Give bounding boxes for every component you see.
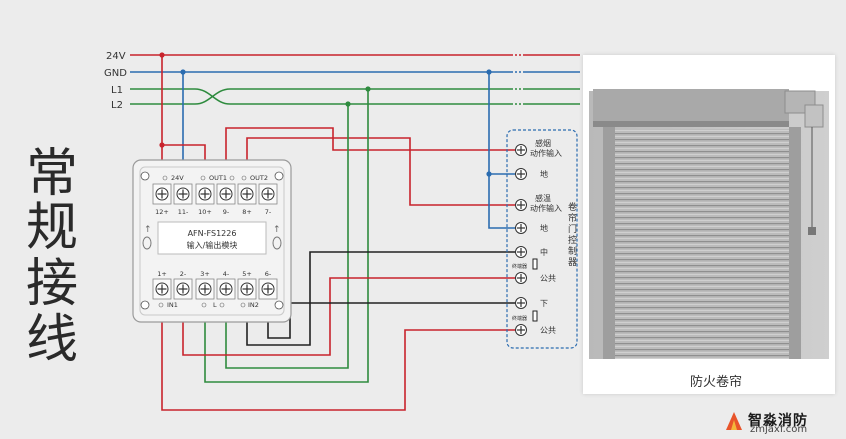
bus-label-24v: 24V xyxy=(106,51,126,62)
controller-terminal-screw-5 xyxy=(515,246,527,258)
module-bottom-terminal-screw-6 xyxy=(261,282,275,296)
module-top-terminal-label: 10+ xyxy=(198,208,212,216)
wires xyxy=(161,55,520,411)
module-bottom-group-l: L xyxy=(213,301,217,309)
title-char-4: 线 xyxy=(25,310,78,370)
controller-terminal-label: 下 xyxy=(540,299,548,308)
module-bottom-terminal-screw-2 xyxy=(176,282,190,296)
module-top-terminal-screw-1 xyxy=(155,187,169,201)
io-module: AFN-FS1226 输入/输出模块 ↑ ↑ 24V OUT1 OUT2 IN1… xyxy=(132,159,292,323)
resistor-label-2: 终端器 xyxy=(512,315,527,322)
title-char-1: 常 xyxy=(25,144,78,204)
wire-l2-to-4 xyxy=(225,104,349,369)
controller-terminal-screw-3 xyxy=(515,199,527,211)
bus-label-gnd: GND xyxy=(104,68,127,79)
module-top-terminal-label: 8+ xyxy=(242,208,252,216)
wire-gnd-ground2 xyxy=(488,174,520,229)
module-bottom-terminal-screw-1 xyxy=(155,282,169,296)
bus-l2-line xyxy=(130,88,580,105)
module-name: AFN-FS1226 xyxy=(188,229,237,238)
wire-l1-to-3 xyxy=(204,89,369,383)
module-top-terminal-screw-4 xyxy=(219,187,233,201)
module-top-group-24v: 24V xyxy=(171,174,184,182)
module-bottom-terminal-screw-3 xyxy=(198,282,212,296)
controller-terminal-label-2: 动作输入 xyxy=(530,148,562,158)
module-top-terminal-label: 7- xyxy=(265,208,272,216)
controller-terminal-label: 感烟 xyxy=(535,138,551,148)
module-bottom-terminal-screw-5 xyxy=(240,282,254,296)
controller-terminal-label: 中 xyxy=(540,247,548,257)
bus-lines xyxy=(130,50,580,109)
controller-terminal-label: 公共 xyxy=(540,274,556,283)
controller-terminal-screw-1 xyxy=(515,144,527,156)
watermark-name: 智淼消防 xyxy=(748,413,808,429)
module-bottom-terminal-screw-4 xyxy=(219,282,233,296)
controller-terminal-screw-6 xyxy=(515,272,527,284)
controller-terminal-label: 感温 xyxy=(535,193,551,203)
controller-terminal-label: 地 xyxy=(540,223,548,233)
module-top-group-out1: OUT1 xyxy=(209,174,227,182)
junction-dots xyxy=(159,52,165,148)
controller-terminal-label-2: 动作输入 xyxy=(530,203,562,213)
controller-terminal-screw-2 xyxy=(515,168,527,180)
wire-out1-smoke xyxy=(225,127,520,182)
watermark-logo-icon xyxy=(726,412,742,430)
title-char-3: 接 xyxy=(25,254,78,314)
photo-caption: 防火卷帘 xyxy=(690,375,743,390)
bus-label-l1: L1 xyxy=(111,85,123,96)
terminal-resistors xyxy=(532,258,538,322)
module-top-terminal-screw-2 xyxy=(176,187,190,201)
title-char-2: 规 xyxy=(25,198,78,258)
controller-label: 卷帘门控制器 xyxy=(568,201,577,268)
module-top-terminal-label: 11- xyxy=(178,208,189,216)
module-bottom-terminal-label: 3+ xyxy=(200,270,210,278)
module-top-terminal-screw-3 xyxy=(198,187,212,201)
module-left-arrow: ↑ xyxy=(144,225,152,235)
module-top-terminal-label: 12+ xyxy=(155,208,169,216)
module-bottom-terminal-label: 2- xyxy=(180,270,187,278)
module-subtitle: 输入/输出模块 xyxy=(187,240,238,250)
controller-terminal-label: 公共 xyxy=(540,326,556,335)
bus-label-l2: L2 xyxy=(111,100,123,111)
wire-in-common2 xyxy=(161,308,520,411)
module-top-terminal-screw-5 xyxy=(240,187,254,201)
module-bottom-group-in2: IN2 xyxy=(248,301,259,309)
fire-shutter-photo xyxy=(583,55,835,394)
module-top-group-out2: OUT2 xyxy=(250,174,268,182)
module-bottom-terminal-label: 1+ xyxy=(157,270,167,278)
module-bottom-terminal-label: 6- xyxy=(265,270,272,278)
module-bottom-terminal-label: 5+ xyxy=(242,270,252,278)
module-bottom-terminal-label: 4- xyxy=(223,270,230,278)
watermark-url: zmjaxf.com xyxy=(750,424,808,435)
module-top-terminal-screw-6 xyxy=(261,187,275,201)
resistor-label-1: 终端器 xyxy=(512,263,527,270)
module-top-terminal-label: 9- xyxy=(223,208,230,216)
controller-terminal-screw-4 xyxy=(515,222,527,234)
module-bottom-group-in1: IN1 xyxy=(167,301,178,309)
wire-in-common1 xyxy=(182,277,520,356)
wire-in-mid xyxy=(246,251,520,346)
controller-terminal-screw-7 xyxy=(515,297,527,309)
controller-terminal-screw-8 xyxy=(515,324,527,336)
controller-terminal-label: 地 xyxy=(540,169,548,179)
wire-out2-heat xyxy=(246,137,520,206)
module-right-arrow: ↑ xyxy=(273,225,281,235)
wire-in-down xyxy=(267,302,520,339)
